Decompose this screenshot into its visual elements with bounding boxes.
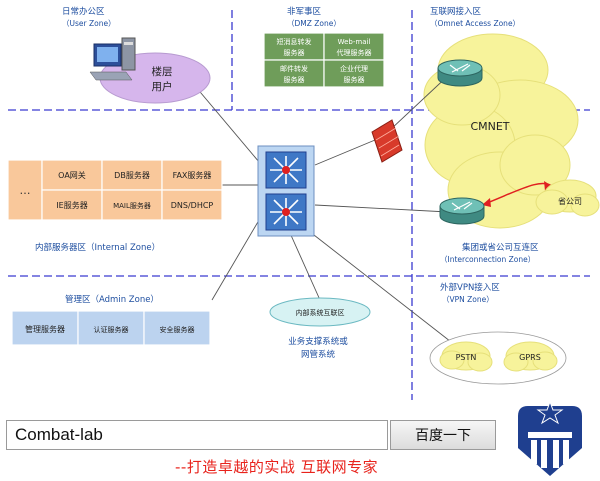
user-zone-subtitle: （User Zone） <box>62 19 116 28</box>
dmz-label: 服务器 <box>344 75 365 84</box>
internal-server <box>161 159 223 191</box>
province-cloud <box>535 179 600 217</box>
network-topology-diagram: CMNET 日常办公区 （User Zone） 楼层 用户 非军事区 （DMZ … <box>7 6 600 400</box>
internal-server <box>41 159 103 191</box>
dmz-label: 邮件转发 <box>280 64 308 73</box>
internal-system-label: 内部系统互联区 <box>296 308 345 317</box>
admin-zone-title: 管理区（Admin Zone） <box>65 294 159 305</box>
slogan: --打造卓越的实战 互联网专家 <box>175 458 379 476</box>
admin-server <box>143 310 211 346</box>
internal-label: MAIL服务器 <box>113 201 151 210</box>
business-caption-1: 业务支撑系统或 <box>288 336 348 347</box>
internal-label: DB服务器 <box>114 170 150 180</box>
search-box[interactable] <box>6 420 388 450</box>
arrow-right-icon <box>544 181 552 191</box>
user-zone-title: 日常办公区 <box>62 6 105 17</box>
logo-shield-icon <box>518 400 582 476</box>
interconnect-zone-title: 集团或省公司互连区 <box>462 242 539 253</box>
pstn-cloud <box>439 341 493 372</box>
dmz-zone-title: 非军事区 <box>287 6 322 17</box>
dmz-label: Web-mail <box>338 38 371 46</box>
cloud-label: CMNET <box>470 120 509 133</box>
omnet-zone-subtitle: （Omnet Access Zone） <box>430 19 520 28</box>
switch-icon <box>265 193 307 231</box>
internal-label: IE服务器 <box>56 200 87 210</box>
dmz-server-mail <box>263 59 325 88</box>
firewall-icon <box>371 119 403 163</box>
admin-server <box>77 310 145 346</box>
dmz-server-sms <box>263 32 325 61</box>
internal-label: OA网关 <box>58 170 86 180</box>
search-input[interactable] <box>7 421 387 449</box>
dmz-label: 代理服务器 <box>337 48 372 57</box>
search-button[interactable]: 百度一下 <box>390 420 496 450</box>
admin-label: 认证服务器 <box>94 325 129 334</box>
admin-servers: 管理服务器 认证服务器 安全服务器 <box>11 310 211 346</box>
omnet-zone-title: 互联网接入区 <box>430 6 482 17</box>
internal-system-bubble <box>269 297 371 327</box>
admin-label: 管理服务器 <box>25 324 65 334</box>
dmz-label: 短消息转发 <box>277 37 312 46</box>
user-bubble-line2: 用户 <box>152 80 173 93</box>
dmz-server-webmail <box>323 32 385 61</box>
vpn-zone-title: 外部VPN接入区 <box>440 282 500 293</box>
internal-label: FAX服务器 <box>173 170 212 180</box>
switch-icon <box>265 151 307 189</box>
internal-server <box>101 159 163 191</box>
internal-zone-title: 内部服务器区（Internal Zone） <box>35 242 160 253</box>
dmz-label: 服务器 <box>284 48 305 57</box>
admin-label: 安全服务器 <box>160 325 195 334</box>
dmz-server-proxy <box>323 59 385 88</box>
dmz-servers: 短消息转发 服务器 Web-mail 代理服务器 邮件转发 服务器 企业代理 服… <box>263 32 385 88</box>
dmz-label: 服务器 <box>284 75 305 84</box>
user-bubble-line1: 楼层 <box>152 65 173 78</box>
internal-label: DNS/DHCP <box>171 201 214 210</box>
vpn-node-label: PSTN <box>456 353 477 362</box>
gprs-cloud <box>503 341 558 372</box>
internal-server <box>161 189 223 221</box>
workstation-icon <box>89 37 136 81</box>
router-icon <box>437 59 483 87</box>
internal-more: … <box>20 184 31 197</box>
internal-server <box>101 189 163 221</box>
peer-label: 省公司 <box>558 196 582 206</box>
interconnect-zone-subtitle: （Interconnection Zone） <box>440 255 535 264</box>
vpn-node-label: GPRS <box>519 353 541 362</box>
dmz-zone-subtitle: （DMZ Zone） <box>287 19 341 28</box>
internal-servers: … OA网关 DB服务器 FAX服务器 IE服务器 MAIL服务器 DNS/DH… <box>7 159 223 221</box>
router-icon <box>439 197 485 225</box>
dmz-label: 企业代理 <box>340 64 368 73</box>
vpn-zone-subtitle: （VPN Zone） <box>442 295 494 304</box>
business-caption-2: 网管系统 <box>301 349 336 360</box>
